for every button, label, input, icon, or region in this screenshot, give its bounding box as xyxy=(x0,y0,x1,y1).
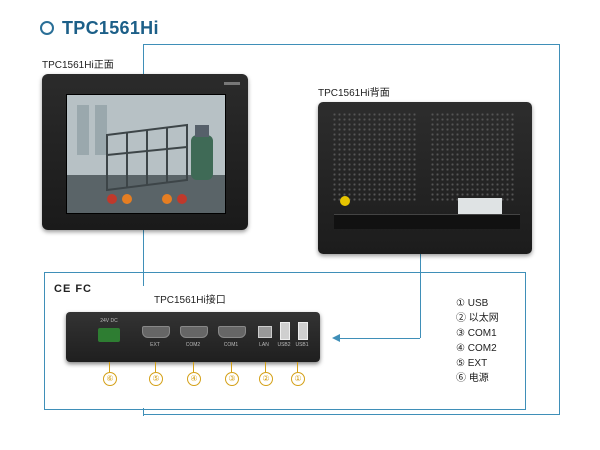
legend-item: ② 以太网 xyxy=(456,313,499,324)
circle-bullet-icon xyxy=(40,21,54,35)
front-panel-image xyxy=(42,74,248,230)
interface-frame xyxy=(44,272,526,410)
port-label-power: 24V DC xyxy=(100,318,118,324)
connector-line xyxy=(340,338,420,339)
interface-panel-image: 24V DC EXT COM2 COM1 LAN USB2 USB1 xyxy=(66,312,320,362)
vent-grille xyxy=(430,112,514,202)
legend-item: ① USB xyxy=(456,298,489,309)
frame-line xyxy=(143,44,560,45)
callout-4: ④ xyxy=(187,372,201,386)
port-legend: ① USB ② 以太网 ③ COM1 ④ COM2 ⑤ EXT ⑥ 电源 xyxy=(456,296,499,386)
port-label-lan: LAN xyxy=(259,342,269,348)
callout-line xyxy=(231,362,232,372)
port-label-usb2: USB2 xyxy=(277,342,291,348)
callout-1: ① xyxy=(291,372,305,386)
ext-db9-port xyxy=(142,326,170,338)
vent-grille xyxy=(332,112,416,202)
com1-db9-port xyxy=(218,326,246,338)
page-title: TPC1561Hi xyxy=(62,17,159,38)
callout-line xyxy=(193,362,194,372)
callout-6: ⑥ xyxy=(103,372,117,386)
callout-2: ② xyxy=(259,372,273,386)
legend-item: ④ COM2 xyxy=(456,343,497,354)
callout-line xyxy=(297,362,298,372)
port-label-com1: COM1 xyxy=(223,342,239,348)
callout-line xyxy=(109,362,110,372)
usb2-port xyxy=(280,322,290,340)
legend-item: ③ COM1 xyxy=(456,328,497,339)
page-header: TPC1561Hi xyxy=(40,14,159,42)
certification-marks: CE FC xyxy=(54,283,92,295)
com2-db9-port xyxy=(180,326,208,338)
brand-logo-icon xyxy=(224,82,240,85)
legend-item: ⑥ 电源 xyxy=(456,373,489,384)
frame-line xyxy=(143,408,144,416)
screen-display xyxy=(66,94,226,214)
port-label-ext: EXT xyxy=(150,342,160,348)
usb1-port xyxy=(298,322,308,340)
power-terminal xyxy=(98,328,120,342)
arrow-left-icon xyxy=(332,334,340,342)
interface-label: TPC1561Hi接口 xyxy=(154,295,226,306)
rear-port-strip xyxy=(334,214,520,229)
frame-line xyxy=(143,414,560,415)
rear-panel-image xyxy=(318,102,532,254)
callout-line xyxy=(155,362,156,372)
front-label: TPC1561Hi正面 xyxy=(42,60,114,71)
lan-port xyxy=(258,326,272,338)
port-label-usb1: USB1 xyxy=(295,342,309,348)
connector-line xyxy=(420,254,421,338)
callout-5: ⑤ xyxy=(149,372,163,386)
frame-line xyxy=(559,44,560,414)
rear-label: TPC1561Hi背面 xyxy=(318,88,390,99)
port-label-com2: COM2 xyxy=(185,342,201,348)
factory-scene-icon xyxy=(67,95,225,213)
callout-3: ③ xyxy=(225,372,239,386)
warning-icon xyxy=(340,196,350,206)
callout-line xyxy=(265,362,266,372)
legend-item: ⑤ EXT xyxy=(456,358,488,369)
